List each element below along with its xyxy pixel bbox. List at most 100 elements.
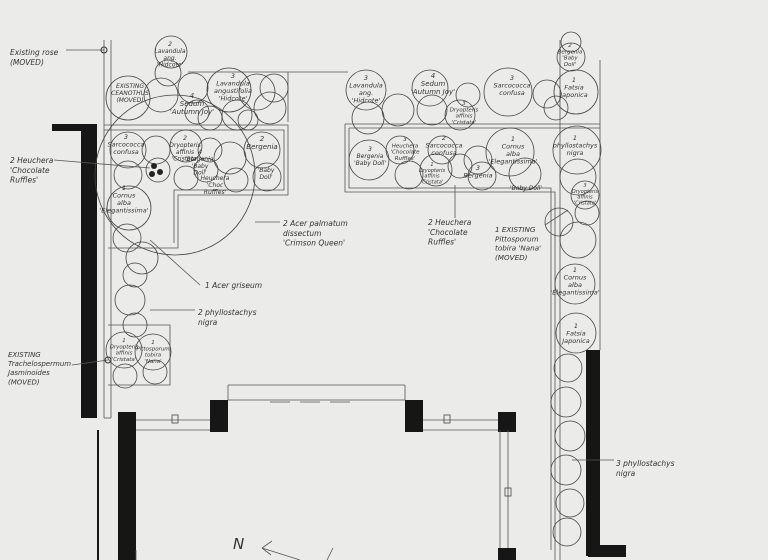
plant-circle [238, 73, 276, 111]
plan-line [108, 324, 171, 386]
callout-acer-griseum: 1 Acer griseum [205, 281, 262, 290]
post-marker [443, 414, 451, 424]
plant-circle [173, 165, 199, 191]
plant-circle [559, 158, 597, 196]
plant-circle [237, 109, 259, 131]
plant-circle [142, 359, 168, 385]
planting-circles [94, 31, 602, 547]
plant-circle [550, 454, 582, 486]
plant-circle [485, 127, 535, 177]
plant-circle [574, 200, 600, 226]
plant-circle [177, 72, 209, 104]
north-label: N [233, 535, 244, 553]
plant-circle [483, 67, 533, 117]
plant-circle [394, 160, 424, 190]
wall-segment [586, 350, 600, 556]
leader-line [544, 209, 569, 226]
callout-existing-rose: Existing rose(MOVED) [10, 48, 59, 67]
plant-circle [193, 157, 219, 183]
plant-circle [555, 488, 585, 518]
heuchera-dot [157, 169, 163, 175]
plant-circle [416, 94, 448, 126]
plant-circle [411, 69, 449, 107]
plant-circle [94, 94, 256, 256]
plant-circle [463, 145, 493, 175]
wall-segment [210, 400, 228, 432]
plant-circle [197, 137, 223, 163]
plant-circle [381, 93, 415, 127]
plant-circle [455, 82, 481, 108]
plant-circle [253, 91, 287, 125]
plant-circle [109, 131, 147, 169]
leader-line [53, 159, 151, 169]
plant-circle [122, 312, 148, 338]
plant-circle [553, 353, 583, 383]
plant-circle [134, 333, 172, 371]
heuchera-dot [149, 171, 155, 177]
north-arrow: N [233, 535, 334, 560]
wall-segment [118, 412, 136, 560]
plant-circle [106, 185, 152, 231]
plant-circle [552, 517, 582, 547]
plant-circle [184, 99, 210, 125]
plant-circle [543, 95, 569, 121]
plant-circle [552, 125, 602, 175]
wall-segment [52, 124, 97, 131]
wall-segment [81, 124, 97, 418]
plant-circle [197, 105, 223, 131]
plant-circle [554, 263, 596, 305]
heuchera-dot [151, 163, 157, 169]
plant-circle [419, 153, 453, 187]
plant-circle [143, 77, 179, 113]
plant-circle [345, 69, 387, 111]
plant-circle [154, 35, 188, 69]
plant-circle [427, 135, 457, 165]
plant-circle [243, 131, 281, 169]
callout-annotations: Existing rose(MOVED) 2 Heuchera'Chocolate… [6, 46, 675, 478]
plant-circle [550, 386, 582, 418]
marker-dot [100, 46, 108, 54]
plan-line [104, 124, 289, 249]
plant-circle [206, 67, 252, 113]
plant-circle [544, 207, 574, 237]
plant-circle [444, 99, 476, 131]
plant-circle [105, 331, 143, 369]
wall-segment [498, 412, 516, 432]
plant-circle [122, 262, 148, 288]
plant-circle [112, 363, 138, 389]
plant-circle [467, 161, 497, 191]
leader-line [149, 239, 201, 286]
plant-circle [348, 139, 390, 181]
plant-circle [560, 31, 582, 53]
plant-circle [252, 162, 282, 192]
plant-circle [508, 157, 542, 191]
